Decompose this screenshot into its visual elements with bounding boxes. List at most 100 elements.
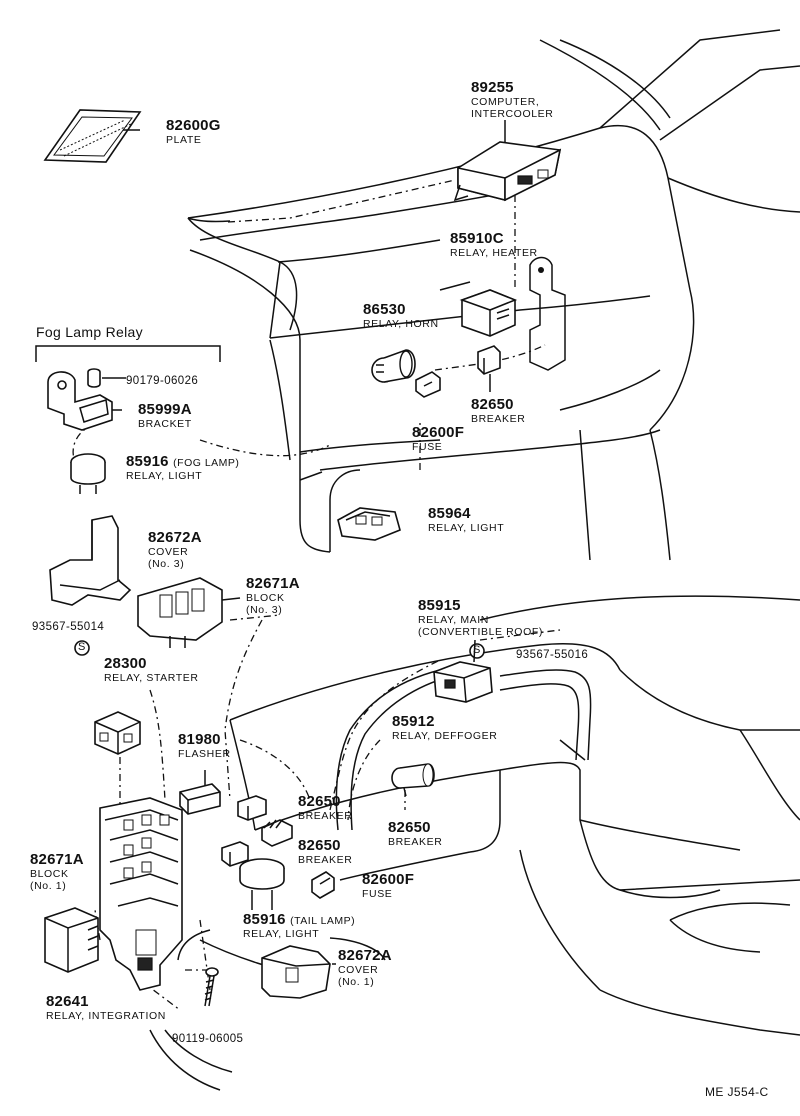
part-desc: INTERCOOLER <box>471 107 554 120</box>
part-desc: RELAY, HORN <box>363 318 439 330</box>
relay-defogger-85912 <box>391 763 435 797</box>
relay-main-85915 <box>433 639 493 703</box>
part-number: 82600G <box>166 117 221 134</box>
part-number: 82671A <box>246 575 300 592</box>
part-number: 85964 <box>428 505 471 522</box>
label-28300: 28300 RELAY, STARTER <box>104 656 199 684</box>
part-desc: RELAY, DEFFOGER <box>392 730 498 742</box>
label-82650-lower-1: 82650 BREAKER <box>298 794 352 822</box>
part-desc: PLATE <box>166 134 202 146</box>
label-85916-fog-lamp: 85916 (FOG LAMP) RELAY, LIGHT <box>126 454 239 482</box>
part-number: 82600F <box>362 871 415 888</box>
part-number: 82672A <box>338 947 392 964</box>
cover-82672a-no1 <box>261 945 336 999</box>
part-number: 82641 <box>46 993 89 1010</box>
breaker-82650-lower-2 <box>261 819 293 847</box>
cover-82672a-no3 <box>49 515 132 606</box>
part-desc: RELAY, LIGHT <box>243 928 320 940</box>
label-82600f-lower: 82600F FUSE <box>362 872 414 900</box>
relay-light-85964 <box>337 507 401 541</box>
label-85999a: 85999A BRACKET <box>138 402 192 430</box>
part-number: 93567-55016 <box>516 649 589 661</box>
label-82672a-no3: 82672A COVER (No. 3) <box>148 530 202 569</box>
relay-heater-85910c <box>459 256 566 371</box>
part-desc: RELAY, INTEGRATION <box>46 1010 166 1022</box>
label-82650-upper: 82650 BREAKER <box>471 397 525 425</box>
clip-90179 <box>87 368 126 388</box>
bolt-90119-06005 <box>204 967 219 1007</box>
label-85964: 85964 RELAY, LIGHT <box>428 506 504 534</box>
part-number: 85916 <box>243 911 286 928</box>
breaker-82650-lower-3 <box>221 841 249 867</box>
part-desc: (No. 3) <box>246 603 283 616</box>
part-desc: BRACKET <box>138 418 192 430</box>
part-number: 85999A <box>138 401 192 418</box>
part-desc: FLASHER <box>178 748 231 760</box>
label-85912: 85912 RELAY, DEFFOGER <box>392 714 497 742</box>
part-number: 82650 <box>471 396 514 413</box>
label-93567-55016: 93567-55016 <box>516 646 588 662</box>
label-82600f-upper: 82600F FUSE <box>412 425 464 453</box>
label-86530: 86530 RELAY, HORN <box>363 302 439 330</box>
computer-intercooler-89255 <box>453 120 562 202</box>
part-desc: (No. 3) <box>148 557 185 570</box>
part-desc: FUSE <box>362 888 393 900</box>
part-number: 90179-06026 <box>126 375 199 387</box>
label-82650-lower-3: 82650 BREAKER <box>298 838 352 866</box>
part-desc: BLOCK <box>30 868 69 880</box>
part-number: 82650 <box>388 819 431 836</box>
part-desc: BREAKER <box>388 836 443 848</box>
part-desc: COVER <box>148 546 189 558</box>
part-number: 85912 <box>392 713 435 730</box>
label-85910c: 85910C RELAY, HEATER <box>450 231 538 259</box>
screw-symbol-s: S <box>78 641 86 653</box>
relay-tail-lamp-85916 <box>239 858 285 910</box>
lower-dashboard-outline <box>149 595 800 1091</box>
label-93567-55014: 93567-55014 <box>32 618 104 634</box>
block-82671a-no1 <box>99 797 183 991</box>
label-82672a-no1: 82672A COVER (No. 1) <box>338 948 392 987</box>
part-number: 82650 <box>298 793 341 810</box>
part-desc: BLOCK <box>246 592 285 604</box>
label-82641: 82641 RELAY, INTEGRATION <box>46 994 166 1022</box>
block-82671a-no3 <box>137 577 241 648</box>
screw-93567-55014 <box>74 640 90 656</box>
label-81980: 81980 FLASHER <box>178 732 231 760</box>
label-89255: 89255 COMPUTER, INTERCOOLER <box>471 80 553 119</box>
upper-dashboard-outline <box>187 29 800 561</box>
relay-starter-28300 <box>94 711 141 755</box>
screw-93567-55016 <box>469 643 485 659</box>
plate-82600g <box>43 109 142 163</box>
part-number: 85916 <box>126 453 169 470</box>
section-title-fog-lamp-relay: Fog Lamp Relay <box>36 324 143 340</box>
fog-lamp-section-bracket <box>35 345 221 362</box>
part-number: 86530 <box>363 301 406 318</box>
label-85916-tail-lamp: 85916 (TAIL LAMP) RELAY, LIGHT <box>243 912 355 940</box>
part-desc: RELAY, LIGHT <box>428 522 505 534</box>
label-82650-lower-2: 82650 BREAKER <box>388 820 442 848</box>
fuse-82600f-lower <box>311 871 335 899</box>
part-number: 93567-55014 <box>32 621 105 633</box>
part-desc: FUSE <box>412 441 443 453</box>
relay-horn-86530 <box>371 349 416 383</box>
roof-harness <box>335 669 592 831</box>
part-desc: RELAY, MAIN <box>418 614 489 626</box>
part-desc: (No. 1) <box>30 879 67 892</box>
part-desc: COVER <box>338 964 379 976</box>
label-82671a-no3: 82671A BLOCK (No. 3) <box>246 576 300 615</box>
part-number: 82672A <box>148 529 202 546</box>
part-note: (FOG LAMP) <box>173 457 240 469</box>
part-number: 85915 <box>418 597 461 614</box>
part-desc: BREAKER <box>298 854 353 866</box>
label-82600g: 82600G PLATE <box>166 118 221 146</box>
part-number: 82650 <box>298 837 341 854</box>
breaker-82650-lower-1 <box>237 795 267 821</box>
label-90119-06005: 90119-06005 <box>172 1030 243 1046</box>
relay-integration-82641 <box>44 907 99 973</box>
part-desc: RELAY, LIGHT <box>126 470 203 482</box>
part-number: 28300 <box>104 655 147 672</box>
label-82671a-no1: 82671A BLOCK (No. 1) <box>30 852 84 891</box>
part-number: 90119-06005 <box>172 1033 244 1045</box>
